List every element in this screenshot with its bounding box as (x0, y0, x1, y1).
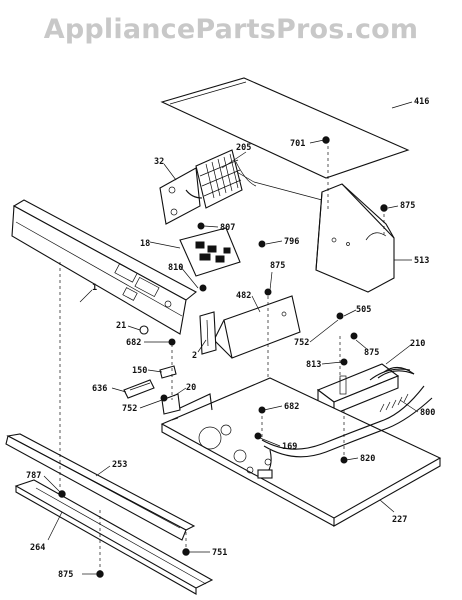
switch-636 (123, 379, 155, 399)
label-875-lower: 875 (364, 348, 379, 358)
label-875-mid: 875 (270, 261, 285, 271)
label-636: 636 (92, 384, 107, 394)
label-18: 18 (140, 239, 150, 249)
label-264: 264 (30, 543, 45, 553)
label-1: 1 (92, 283, 97, 293)
transformer-205 (185, 149, 243, 209)
rear-housing (229, 161, 395, 293)
label-482: 482 (236, 291, 251, 301)
vent-trim-253 (5, 433, 196, 541)
part-number-labels: 416 701 205 32 875 807 18 796 513 810 87… (26, 97, 435, 580)
control-panel-1 (11, 199, 197, 335)
label-820: 820 (360, 454, 375, 464)
terminal-block-210 (316, 363, 400, 416)
label-2: 2 (192, 351, 197, 361)
label-787: 787 (26, 471, 41, 481)
bracket-2 (199, 311, 217, 355)
watermark-logo: AppliancePartsPros.com (43, 14, 419, 45)
label-751: 751 (212, 548, 227, 558)
screws (58, 136, 388, 578)
label-205: 205 (236, 143, 251, 153)
top-cover-panel (160, 77, 410, 179)
label-210: 210 (410, 339, 425, 349)
label-796: 796 (284, 237, 299, 247)
control-bracket (159, 167, 201, 225)
label-227: 227 (392, 515, 407, 525)
label-505: 505 (356, 305, 371, 315)
label-253: 253 (112, 460, 127, 470)
label-20: 20 (186, 383, 196, 393)
label-875-right: 875 (400, 201, 415, 211)
label-752-left: 752 (122, 404, 137, 414)
label-513: 513 (414, 256, 429, 266)
bottom-panel-227 (160, 377, 442, 527)
grommet-21 (139, 325, 149, 335)
label-32: 32 (154, 157, 164, 167)
label-813: 813 (306, 360, 321, 370)
wire-harness-800 (257, 366, 433, 479)
switch-150 (159, 365, 177, 379)
label-150: 150 (132, 366, 147, 376)
label-807: 807 (220, 223, 235, 233)
label-800: 800 (420, 408, 435, 418)
label-810: 810 (168, 263, 183, 273)
vent-trim-264 (14, 479, 214, 595)
label-leaders (43, 101, 419, 575)
label-416: 416 (414, 97, 429, 107)
label-752-right: 752 (294, 338, 309, 348)
label-169: 169 (282, 442, 297, 452)
control-board-18 (179, 227, 241, 277)
label-682-left: 682 (126, 338, 141, 348)
label-682-right: 682 (284, 402, 299, 412)
label-701-top: 701 (290, 139, 305, 149)
label-875-bottom: 875 (58, 570, 73, 580)
label-21: 21 (116, 321, 126, 331)
leader-dashed-lines (59, 140, 385, 574)
